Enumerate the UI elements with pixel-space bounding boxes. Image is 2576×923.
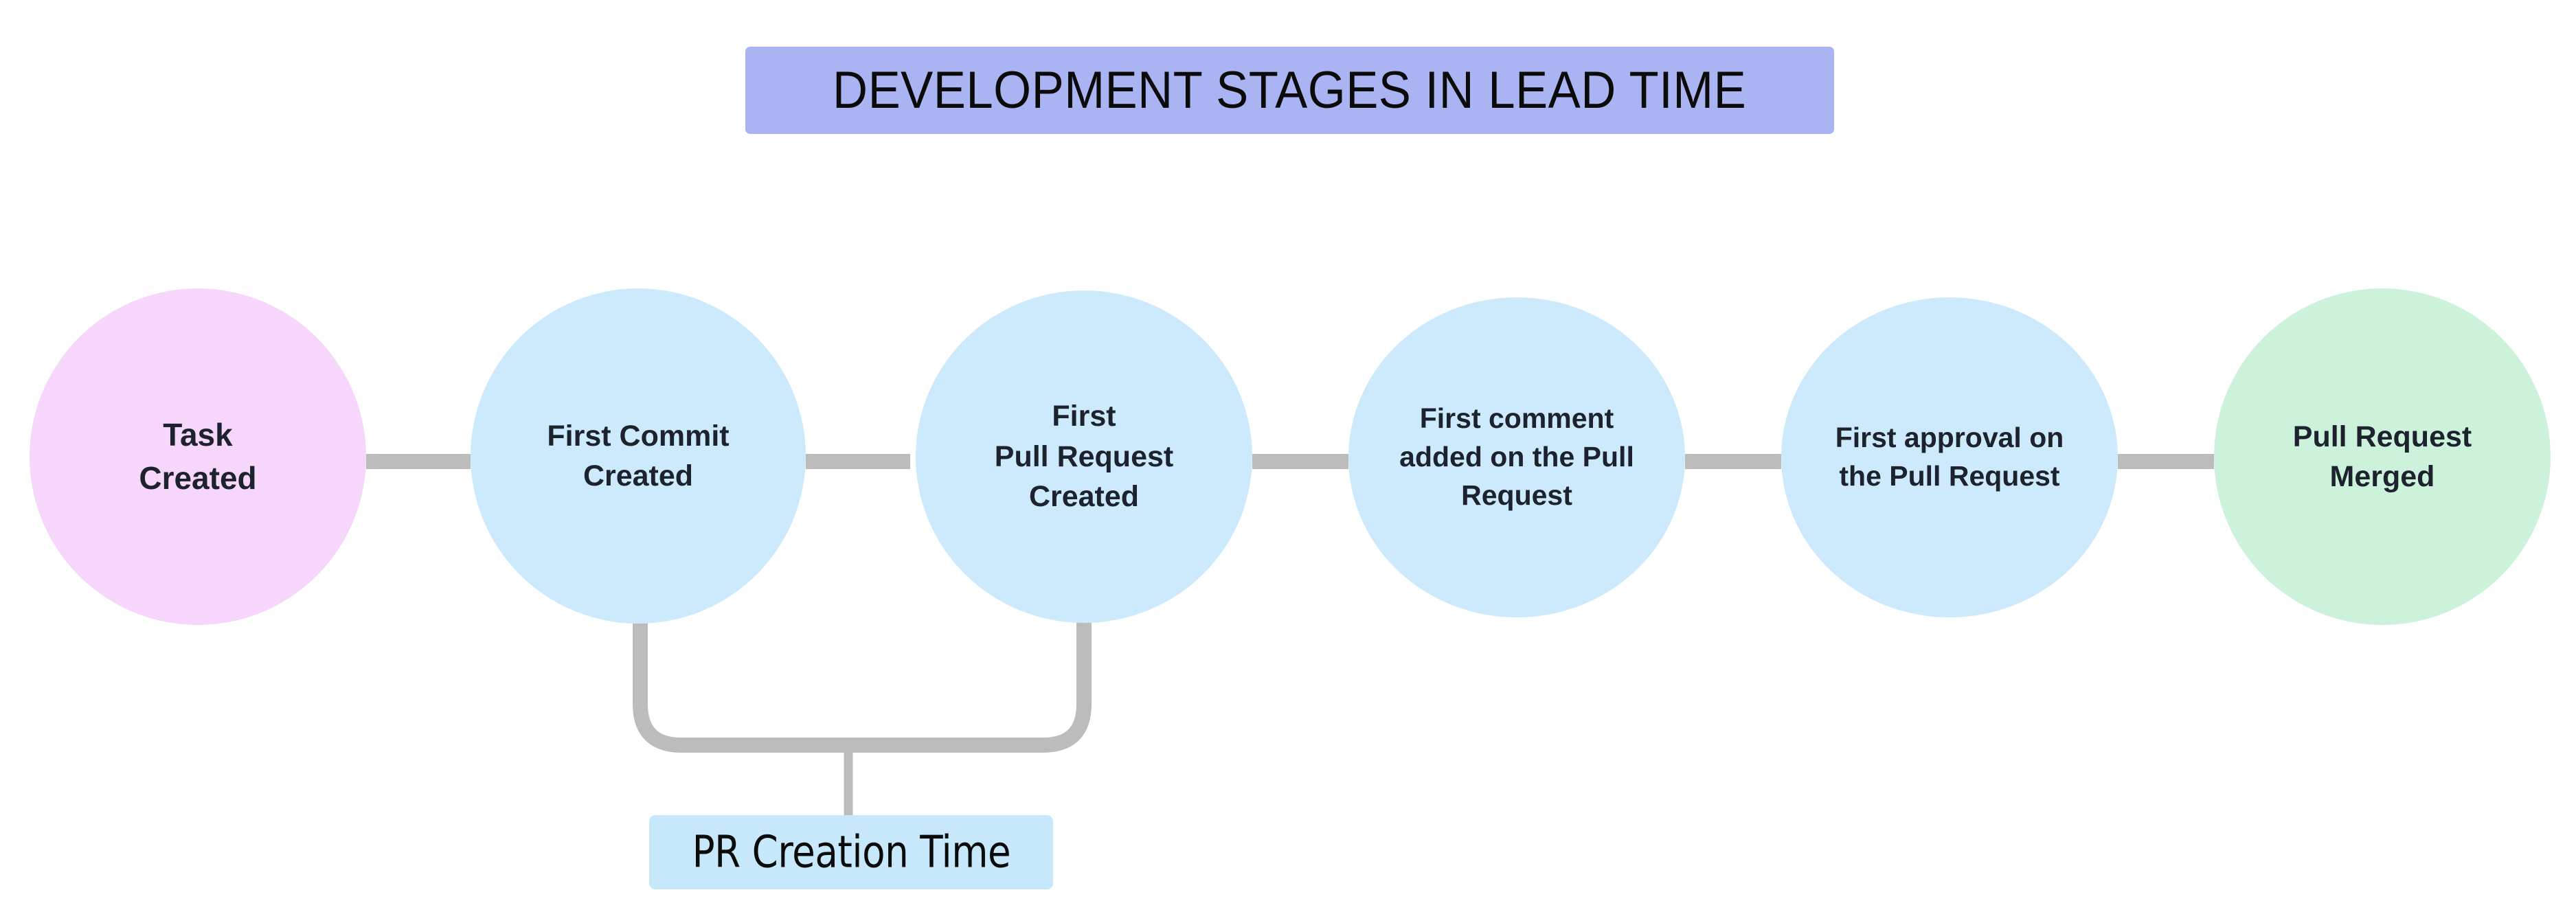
node-task-created[interactable]: Task Created <box>30 288 366 625</box>
node-label: First Commit Created <box>547 419 730 492</box>
annotation-label: PR Creation Time <box>692 827 1010 878</box>
connector-first-comment-to-first-approval <box>1685 454 1781 469</box>
connector-first-approval-to-merged <box>2118 454 2214 469</box>
node-label: First Pull Request Created <box>994 400 1174 514</box>
annotation-pr-creation-time[interactable]: PR Creation Time <box>649 815 1053 889</box>
node-label: First approval on the Pull Request <box>1835 422 2064 492</box>
node-first-pull-request-created[interactable]: First Pull Request Created <box>916 290 1252 623</box>
connector-first-commit-to-first-pr <box>806 454 910 469</box>
node-label: First comment added on the Pull Request <box>1399 402 1634 511</box>
connector-task-created-to-first-commit <box>366 454 471 469</box>
page-title: DEVELOPMENT STAGES IN LEAD TIME <box>833 61 1747 119</box>
node-label: Task Created <box>139 417 257 496</box>
node-first-approval-on-pull-request[interactable]: First approval on the Pull Request <box>1781 297 2118 617</box>
diagram-title-box: DEVELOPMENT STAGES IN LEAD TIME <box>745 47 1834 134</box>
node-first-commit-created[interactable]: First Commit Created <box>471 288 806 624</box>
connector-first-pr-to-first-comment <box>1252 454 1348 469</box>
node-pull-request-merged[interactable]: Pull Request Merged <box>2214 288 2551 625</box>
node-label: Pull Request Merged <box>2292 420 2472 493</box>
node-first-comment-added-on-pull-request[interactable]: First comment added on the Pull Request <box>1348 297 1685 617</box>
